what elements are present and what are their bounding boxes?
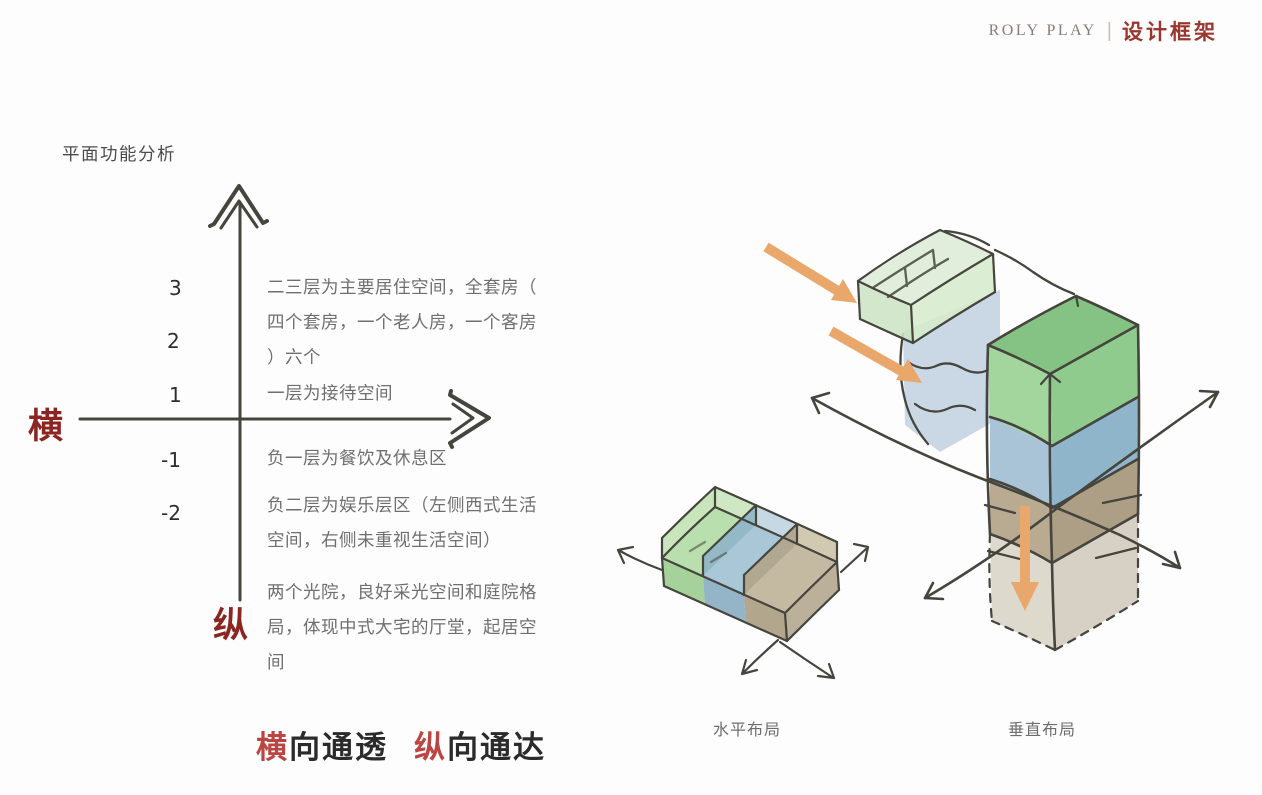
ground-sketch-marks: [983, 493, 1143, 563]
pale-green-left: [858, 281, 913, 343]
y-axis-arrow-icon: [208, 184, 269, 228]
hl-green-front: [662, 558, 705, 604]
hl-top-edges: [660, 505, 839, 615]
tick-2: 2: [167, 329, 180, 353]
slogan-part2: 向通达: [447, 730, 546, 765]
pale-green-vert-edges: [856, 252, 997, 345]
hl-back-rim-tan: [797, 524, 837, 562]
brand-name: ROLY PLAY: [988, 22, 1097, 39]
axis-line-a-heads: [810, 391, 1182, 570]
y-axis-arrow-inner: [219, 199, 259, 230]
orange-arrow-2-shaft: [828, 326, 906, 377]
note-minus-1: 负一层为餐饮及休息区: [267, 448, 447, 468]
hl-inner-dashes: [688, 540, 728, 564]
hl-left-rim: [662, 487, 715, 558]
connector-squiggle-top: [993, 248, 1076, 296]
hl-arrow-down-right: [778, 640, 836, 680]
hl-blue-front: [703, 576, 746, 623]
axis-diagram-canvas: [78, 184, 491, 602]
connector-squiggle-back: [943, 229, 991, 247]
tick-minus-2: -2: [161, 501, 181, 525]
beige-front-edge: [1050, 561, 1057, 652]
hl-blue-slice-top: [703, 525, 797, 595]
page-header: ROLY PLAY | 设计框架: [989, 16, 1218, 46]
y-axis-label: 纵: [213, 606, 249, 645]
blue-tan-boundary: [988, 457, 1140, 510]
tick-3: 3: [169, 276, 182, 300]
green-blue-boundary: [988, 395, 1140, 448]
pale-green-inner-lines: [872, 248, 950, 299]
beige-dashed-edges: [988, 512, 1140, 623]
slogan-zong: 纵: [414, 730, 447, 765]
stack-green-top: [988, 296, 1138, 374]
hl-right-end-face: [785, 562, 839, 641]
tick-minus-1: -1: [161, 448, 181, 472]
slogan: 横向通透纵向通达: [256, 722, 546, 767]
wash-squiggle-2: [913, 402, 977, 413]
orange-arrow-1-head: [831, 279, 857, 303]
header-divider: |: [1106, 19, 1112, 42]
hl-bottom-edges: [660, 556, 841, 643]
hl-arrow-up-left: [616, 545, 664, 572]
x-axis-arrow-icon: [448, 389, 491, 449]
x-axis-label: 横: [28, 407, 64, 446]
hl-arrow-up-right: [839, 542, 870, 574]
hl-partition-wall-2: [744, 524, 797, 595]
tick-1: 1: [169, 383, 182, 407]
pale-green-right: [911, 254, 995, 343]
stack-top-front-edges: [986, 323, 1140, 376]
axis-line-b-heads: [923, 389, 1220, 601]
x-axis-arrow-inner: [450, 402, 475, 435]
pale-green-box: [856, 228, 997, 345]
hl-tan-front: [744, 595, 787, 641]
stack-tan-front-right: [1052, 459, 1138, 563]
slogan-heng: 横: [256, 730, 289, 765]
orange-arrows: [763, 242, 1039, 611]
orange-arrow-2-head: [896, 359, 922, 383]
sketches-canvas: [616, 228, 1220, 680]
hl-tan-slice-top: [744, 544, 837, 613]
hl-arrow-down-left: [740, 638, 780, 676]
ground-axes-arrows: [810, 389, 1220, 601]
hl-partition-edges: [701, 503, 799, 597]
y-axis: [208, 184, 269, 602]
hl-green-slice-top: [662, 507, 756, 576]
wash-outline: [899, 332, 930, 446]
x-axis: [78, 389, 491, 449]
section-title: 设计框架: [1122, 20, 1218, 44]
stack-beige-front-right: [1052, 514, 1138, 650]
stack-green-front-right: [1050, 325, 1138, 446]
corner-marks: [1039, 294, 1080, 386]
hl-rim-edges: [660, 485, 839, 564]
stack-vert-edges: [985, 323, 1141, 565]
stack-blue-front-right: [1052, 397, 1138, 508]
diagram-title: 平面功能分析: [62, 144, 176, 164]
label-vertical-layout: 垂直布局: [1008, 722, 1077, 739]
vertical-stack-sketch: [763, 228, 1220, 652]
hl-axes-arrows: [616, 542, 870, 680]
pale-green-top: [858, 230, 993, 305]
axis-line-a: [810, 396, 1182, 570]
stack-top-back-edges: [986, 294, 1140, 347]
beige-bottom-edges: [990, 599, 1140, 652]
wash-squiggle-1: [906, 360, 990, 374]
note-level-1: 一层为接待空间: [267, 383, 393, 403]
orange-arrow-1-shaft: [763, 242, 841, 296]
note-vertical-axis: 两个光院，良好采光空间和庭院格 局，体现中式大宅的厅堂，起居空 间: [267, 582, 537, 672]
orange-arrow-down-head: [1011, 582, 1039, 611]
pale-green-bottom-edges: [858, 290, 997, 345]
slogan-part1: 向通透: [289, 730, 388, 765]
note-upper-floors: 二三层为主要居住空间，全套房（ 四个套房，一个老人房，一个客房 ）六个: [267, 277, 537, 367]
pale-green-top-edges: [856, 228, 995, 307]
note-minus-2: 负二层为娱乐层区（左侧西式生活 空间，右侧未重视生活空间）: [267, 495, 537, 550]
label-horizontal-layout: 水平布局: [713, 722, 782, 739]
horizontal-layout-sketch: [616, 485, 870, 680]
axis-line-b: [923, 390, 1220, 600]
